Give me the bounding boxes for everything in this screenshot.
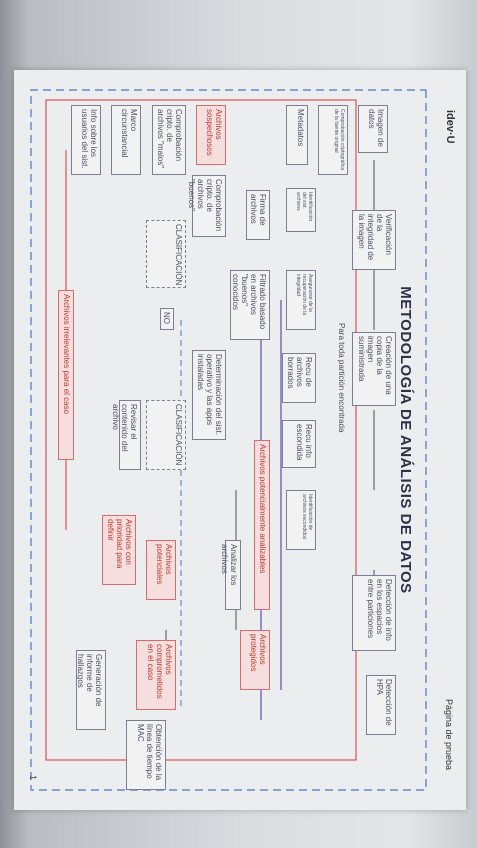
box-identificacion-sist: Identificación del sist. archivos <box>286 188 316 232</box>
label-particion: Para toda partición encontrada <box>337 323 346 433</box>
rotated-sheet: idev·U Página de prueba METODOLOGÍA DE A… <box>14 70 466 810</box>
box-archivos-prioridad: Archivos con prioridad para definir <box>102 515 136 585</box>
printed-page: idev·U Página de prueba METODOLOGÍA DE A… <box>14 70 466 810</box>
box-imagen-datos: Imagen de datos <box>358 105 388 153</box>
box-deteccion-particiones: Detección de info en los espacios entre … <box>352 575 396 651</box>
box-comprobacion-buenos: Comprobación cripto. de archivos "buenos… <box>187 175 226 237</box>
box-recu-escondida: Recu info escondida <box>282 420 316 468</box>
box-comprobacion-fuente: Comprobación criptográfica de la fuente … <box>318 105 348 175</box>
box-determinacion: Determinación del sist. operativo y las … <box>192 350 226 440</box>
box-creacion-copia: Creación de una copia de la imagen sumin… <box>352 332 396 406</box>
box-clasificacion-1: CLASIFICACIÓN <box>146 220 186 288</box>
box-deteccion-hpa: Detección de HPA <box>366 675 396 735</box>
box-revisar-contenido: Revisar el contenido del archivo <box>111 400 141 470</box>
box-no: NO <box>160 308 174 330</box>
box-archivos-potenciales: Archivos potenciales <box>146 540 176 600</box>
box-filtrado: Filtrado basado en archivos "buenos" con… <box>230 270 270 340</box>
box-recuperacion-integridad: Asegurarse de la recuperación de la inte… <box>286 270 316 330</box>
box-verificacion: Verificación de la integridad de la imag… <box>352 210 396 270</box>
box-analizar: Analizar los archivos <box>220 540 241 610</box>
box-obtencion-mac: Obtención de la línea de tiempo MAC <box>126 720 166 790</box>
box-clasificacion-2: CLASIFICACIÓN <box>146 400 186 470</box>
box-comprobacion-malos: Comprobación cripto. de archivos "malos" <box>152 105 186 175</box>
box-generacion-informe: Generación de informe de hallazgos <box>76 650 106 730</box>
box-archivos-sospechosos: Archivos sospechosos <box>196 105 226 165</box>
box-info-usuarios: Info sobre los usuarios del sist. <box>71 105 101 175</box>
box-archivos-analizables: Archivos potencialmente analizables <box>254 440 270 610</box>
box-firma-archivos: Firma de archivos <box>246 190 270 240</box>
box-archivos-comprometidos: Archivos comprometidos en el caso <box>136 640 176 710</box>
box-archivos-protegidos: Archivos protegidos <box>240 630 270 690</box>
box-marco-circunstancial: Marco circunstancial <box>111 105 141 175</box>
box-recu-borrados: Recu de archivos borrados <box>282 353 316 403</box>
box-archivos-irrelevantes: Archivos irrelevantes para el caso <box>58 290 74 460</box>
box-identif-escondidos: Identificación de archivos escondidos <box>286 490 316 550</box>
box-metadatos: Metadatos <box>286 105 308 165</box>
